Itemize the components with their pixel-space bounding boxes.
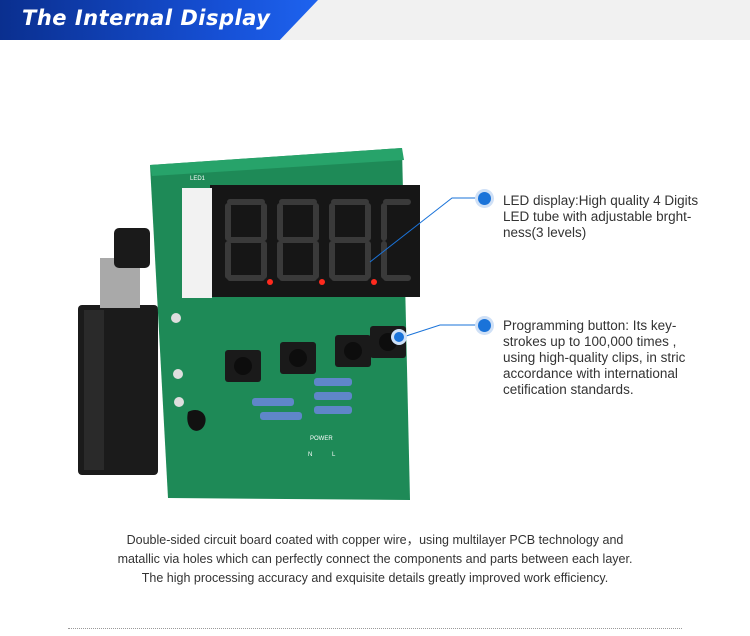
caption-line: Double-sided circuit board coated with c… <box>126 533 624 547</box>
l-silkscreen: L <box>332 452 336 458</box>
led-silkscreen: LED1 <box>190 176 206 182</box>
description-caption: Double-sided circuit board coated with c… <box>0 531 750 588</box>
led-callout-dot <box>478 192 491 205</box>
caption-line: matallic via holes which can perfectly c… <box>117 552 633 566</box>
resistors <box>252 378 352 420</box>
callout-line: cetification standards. <box>503 382 634 397</box>
callout-line: LED tube with adjustable brght- <box>503 209 692 224</box>
callout-line: strokes up to 100,000 times , <box>503 334 677 349</box>
led-display-callout: LED display:High quality 4 Digits LED tu… <box>503 193 698 241</box>
caption-line: The high processing accuracy and exquisi… <box>141 571 609 585</box>
title-banner <box>0 0 318 40</box>
page-title: The Internal Display <box>22 6 271 30</box>
button-callout-dot <box>478 319 491 332</box>
callout-line: ness(3 levels) <box>503 225 587 240</box>
programming-button-callout: Programming button: Its key- strokes up … <box>503 318 685 398</box>
footer-divider <box>68 628 682 629</box>
tactile-buttons <box>225 326 406 382</box>
callout-line: LED display:High quality 4 Digits <box>503 193 699 208</box>
callout-line: Programming button: Its key- <box>503 318 677 333</box>
capacitor <box>114 228 150 268</box>
callout-line: accordance with international <box>503 366 678 381</box>
callout-line: using high-quality clips, in stric <box>503 350 686 365</box>
n-silkscreen: N <box>308 452 312 458</box>
circuit-board-image: LED1 POWER N L <box>78 148 420 500</box>
power-silkscreen: POWER <box>310 436 333 442</box>
button-target-dot <box>394 332 404 342</box>
